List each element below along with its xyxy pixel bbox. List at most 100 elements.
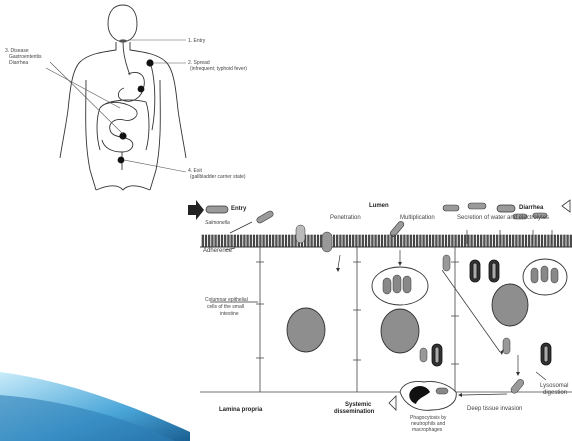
microvillus xyxy=(253,235,255,247)
microvillus xyxy=(384,235,386,247)
microvillus xyxy=(250,235,252,247)
microvillus xyxy=(346,235,348,247)
microvillus xyxy=(426,235,428,247)
microvillus xyxy=(544,235,546,247)
microvillus xyxy=(333,235,335,247)
microvillus xyxy=(448,235,450,247)
microvillus xyxy=(439,235,441,247)
microvillus xyxy=(519,235,521,247)
microvillus xyxy=(215,235,217,247)
microvillus xyxy=(429,235,431,247)
microvillus xyxy=(221,235,223,247)
microvillus xyxy=(228,235,230,247)
label-secretion: Secretion of water and electrolytes xyxy=(457,215,549,222)
microvillus xyxy=(496,235,498,247)
microvillus xyxy=(509,235,511,247)
microvillus xyxy=(381,235,383,247)
microvillus xyxy=(567,235,569,247)
microvillus xyxy=(352,235,354,247)
label-adherence: Adherence xyxy=(203,248,232,255)
label-columnar-1: Columnar epithelial xyxy=(205,297,248,303)
microvillus xyxy=(279,235,281,247)
microvillus xyxy=(202,235,204,247)
microvillus xyxy=(212,235,214,247)
microvillus xyxy=(247,235,249,247)
microvillus xyxy=(432,235,434,247)
label-systemic: Systemic xyxy=(345,402,371,409)
microvillus xyxy=(512,235,514,247)
label-lysosomal: Lysosomal xyxy=(540,383,568,390)
microvillus xyxy=(503,235,505,247)
microvillus xyxy=(461,235,463,247)
microvillus xyxy=(423,235,425,247)
microvillus xyxy=(362,235,364,247)
microvillus xyxy=(541,235,543,247)
microvillus xyxy=(349,235,351,247)
microvillus xyxy=(516,235,518,247)
label-lamina-propria: Lamina propria xyxy=(219,407,262,414)
microvillus xyxy=(218,235,220,247)
microvillus xyxy=(244,235,246,247)
microvillus xyxy=(256,235,258,247)
label-dissemination: dissemination xyxy=(334,409,374,416)
microvillus xyxy=(554,235,556,247)
microvillus xyxy=(391,235,393,247)
microvillus xyxy=(477,235,479,247)
label-salmonella: Salmonella xyxy=(205,220,230,226)
microvillus xyxy=(570,235,572,247)
microvillus xyxy=(445,235,447,247)
microvillus xyxy=(368,235,370,247)
microvillus xyxy=(234,235,236,247)
microvillus xyxy=(224,235,226,247)
microvillus xyxy=(528,235,530,247)
microvillus xyxy=(378,235,380,247)
label-deep-tissue: Deep tissue invasion xyxy=(467,406,522,413)
microvillus xyxy=(548,235,550,247)
microvillus xyxy=(282,235,284,247)
microvillus xyxy=(365,235,367,247)
microvillus xyxy=(525,235,527,247)
microvillus xyxy=(397,235,399,247)
microvillus xyxy=(468,235,470,247)
microvillus xyxy=(231,235,233,247)
microvillus xyxy=(285,235,287,247)
microvillus xyxy=(564,235,566,247)
microvillus xyxy=(288,235,290,247)
microvillus xyxy=(455,235,457,247)
microvillus xyxy=(266,235,268,247)
microvillus xyxy=(359,235,361,247)
microvillus xyxy=(308,235,310,247)
microvillus xyxy=(487,235,489,247)
label-penetration: Penetration xyxy=(330,215,361,222)
microvillus xyxy=(471,235,473,247)
microvillus xyxy=(263,235,265,247)
microvillus xyxy=(464,235,466,247)
microvillus xyxy=(416,235,418,247)
microvillus xyxy=(535,235,537,247)
label-diarrhea: Diarrhea xyxy=(519,205,543,212)
label-columnar-2: cells of the small xyxy=(207,304,244,310)
microvillus xyxy=(317,235,319,247)
microvillus xyxy=(240,235,242,247)
microvillus xyxy=(490,235,492,247)
microvillus xyxy=(394,235,396,247)
microvillus xyxy=(506,235,508,247)
microvillus xyxy=(420,235,422,247)
microvillus xyxy=(314,235,316,247)
microvillus xyxy=(340,235,342,247)
microvillus xyxy=(484,235,486,247)
microvillus xyxy=(436,235,438,247)
microvillus xyxy=(372,235,374,247)
microvillus xyxy=(272,235,274,247)
microvillus xyxy=(458,235,460,247)
microvillus xyxy=(269,235,271,247)
microvillus xyxy=(560,235,562,247)
microvillus xyxy=(522,235,524,247)
microvillus xyxy=(413,235,415,247)
microvillus xyxy=(375,235,377,247)
microvillus xyxy=(404,235,406,247)
label-cell-entry: Entry xyxy=(231,206,246,213)
microvillus xyxy=(276,235,278,247)
label-phagocytosis-3: macrophages xyxy=(412,427,442,433)
microvillus xyxy=(388,235,390,247)
